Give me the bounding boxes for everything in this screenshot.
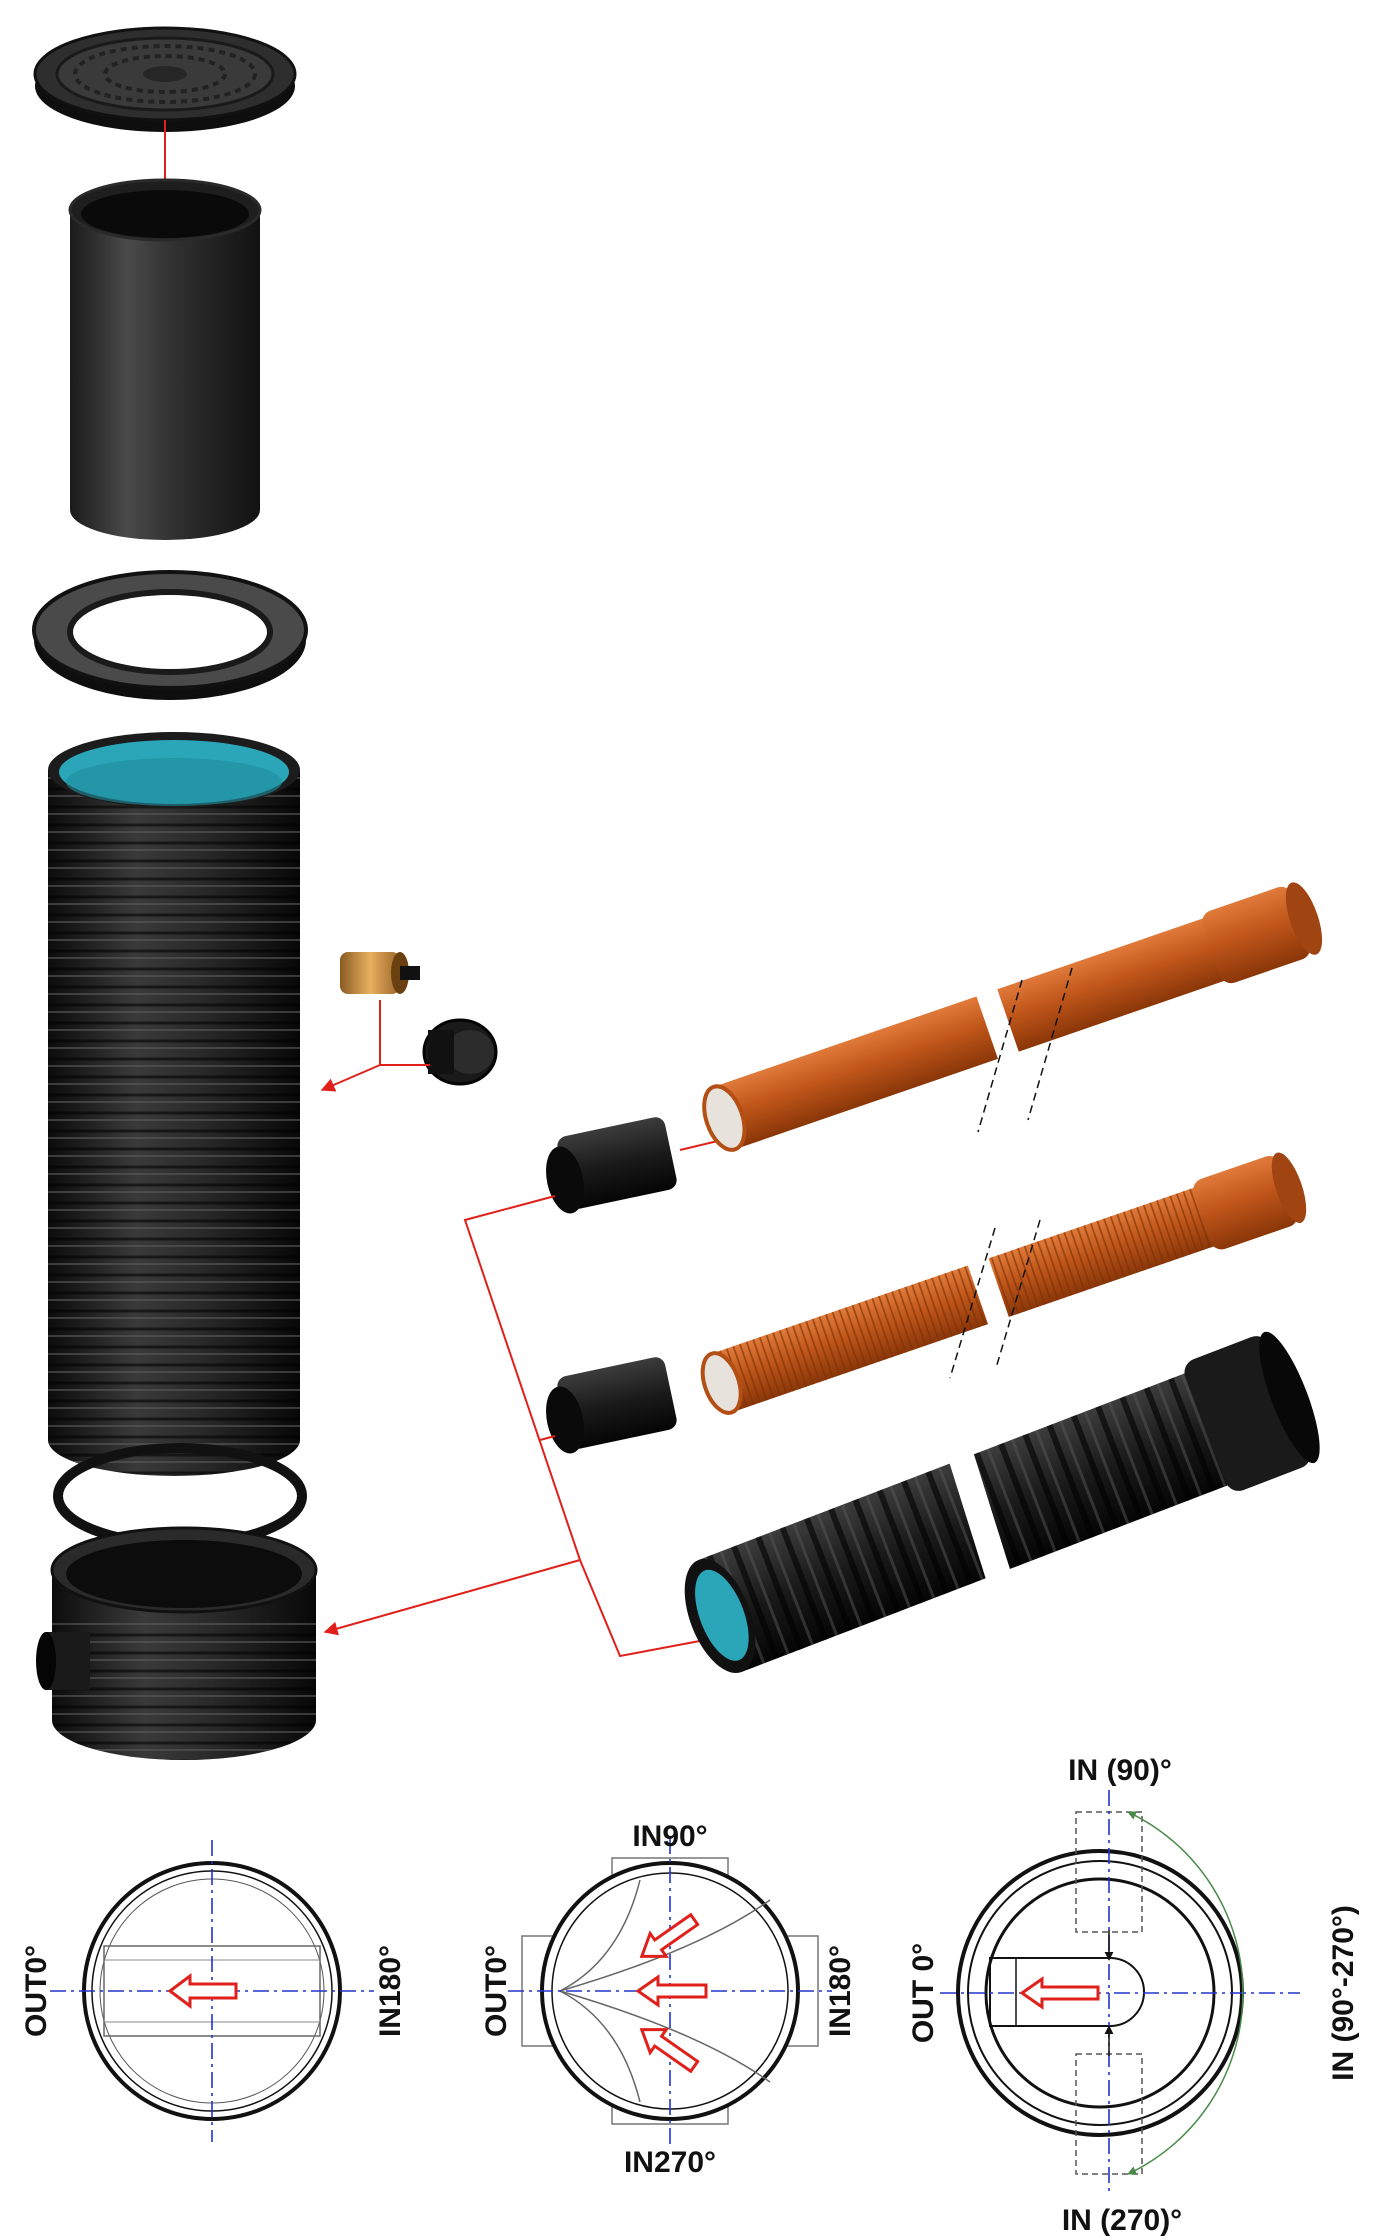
plan-view-variable [940, 1790, 1300, 2196]
arrow-icon [639, 1912, 700, 1958]
plan-view-junction [508, 1838, 832, 2144]
corrugated-riser-icon [48, 732, 300, 1476]
leader-line [320, 1064, 381, 1092]
label-d2-bottom: IN270° [624, 2146, 716, 2179]
label-d3-out: OUT 0° [907, 1943, 940, 2043]
corrugated-pipe-icon [684, 1331, 1320, 1674]
break-line [1027, 967, 1073, 1121]
label-d3-bottom: IN (270)° [1062, 2204, 1182, 2237]
seal-ring-icon [32, 570, 308, 700]
arrow-icon [635, 1974, 708, 2008]
brass-insert-icon [340, 952, 420, 994]
plan-view-straight [50, 1840, 374, 2142]
leader-line [379, 1000, 430, 1066]
label-d3-range: IN (90°-270°) [1327, 1905, 1360, 2081]
leader-line [539, 1435, 556, 1441]
smooth-pipe-icon [702, 882, 1323, 1152]
leader-line [463, 1195, 706, 1658]
break-line [949, 1227, 996, 1379]
label-d1-in: IN180° [374, 1945, 407, 2037]
ribbed-pipe-icon [700, 1152, 1307, 1415]
label-d2-in180: IN180° [824, 1945, 857, 2037]
adapter-coupling-icon [546, 1357, 677, 1454]
break-line [977, 979, 1023, 1133]
manhole-cover-icon [33, 26, 297, 132]
chamber-base-icon [36, 1526, 318, 1760]
arrow-icon [639, 2028, 700, 2074]
arrow-icon [1019, 1976, 1100, 2010]
leader-line [323, 1559, 581, 1636]
adapter-coupling-icon [546, 1117, 677, 1214]
label-d2-out: OUT0° [480, 1945, 513, 2037]
label-d1-out: OUT0° [20, 1945, 53, 2037]
arrow-icon [167, 1973, 238, 2009]
label-d3-top: IN (90)° [1068, 1754, 1172, 1787]
telescopic-tube-icon [68, 178, 262, 540]
label-d2-top: IN90° [632, 1820, 707, 1853]
blind-plug-icon [422, 1018, 498, 1086]
